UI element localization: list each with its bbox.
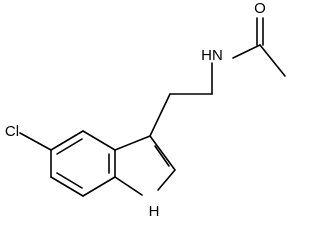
c7-c7a-bond [82,176,116,197]
c6-c7-inner-bond [56,172,83,189]
c3a-c4-bond [82,130,116,151]
c5-cl-bond [19,132,52,151]
chemical-structure: O HN Cl H [5,0,286,220]
n1-c7a-bond [114,176,143,196]
c2-n1-bond [157,169,176,191]
acetyl-methyl-bond [259,44,286,77]
oxygen-label: O [254,0,266,17]
chlorine-label: Cl [5,123,19,140]
c3-c3a-bond [114,135,151,151]
amide-nitrogen-label: HN [201,47,223,64]
c6-c7-bond [50,176,84,197]
c3-c2-double-bond-inner [154,145,170,167]
c4-c5-bond [50,130,84,151]
c4-c5-inner-bond [56,138,83,155]
indole-nitrogen-label: H [149,203,160,220]
ch2-c3-bond [149,93,171,137]
amide-c-n-bond [232,44,261,59]
c3-c2-double-bond-outer [149,135,176,171]
